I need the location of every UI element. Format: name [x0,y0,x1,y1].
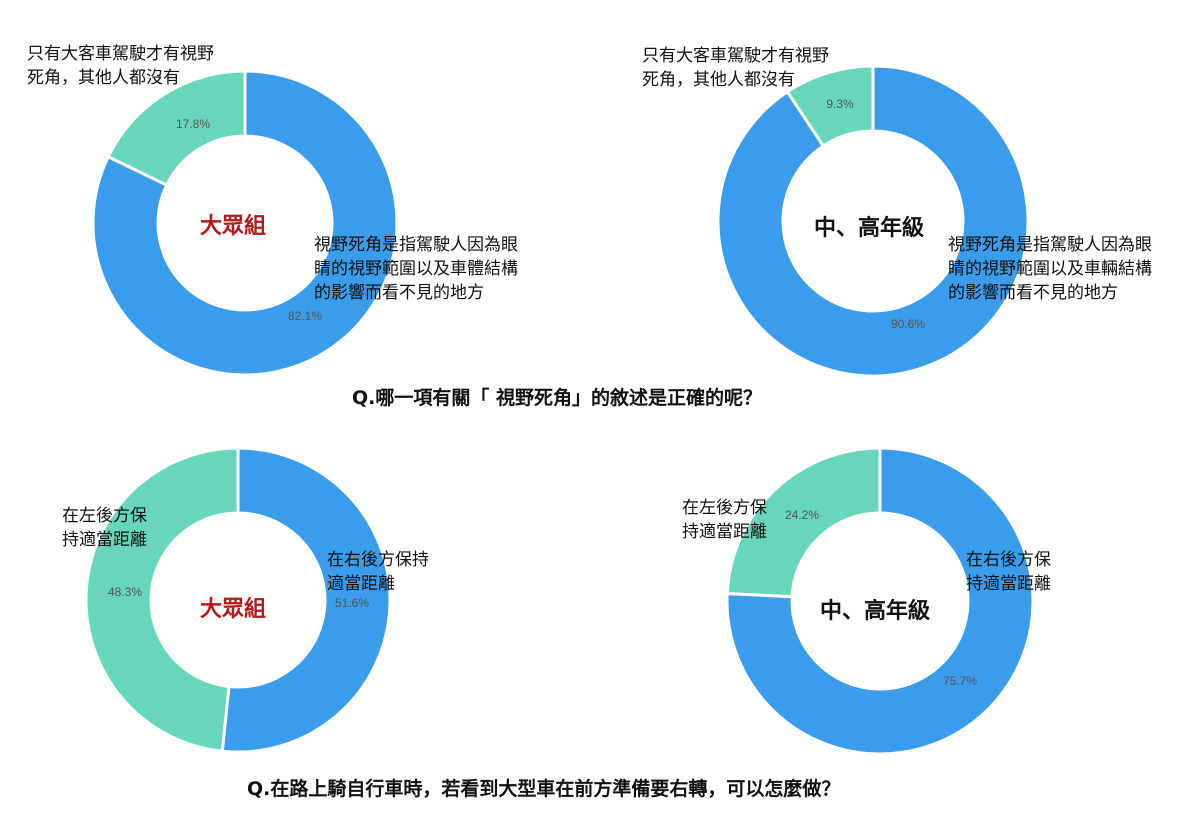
chart4-slice-teal [725,446,882,599]
chart3-slice-teal [84,446,240,753]
chart1-center-title: 大眾組 [200,214,267,239]
chart2-pct-teal: 9.3% [826,97,854,111]
chart1-teal-label: 只有大客車駕駛才有視野 死角，其他人都沒有 [27,44,214,88]
chart3-teal-label: 在左後方保 持適當距離 [62,506,147,550]
chart2-blue-label: 視野死角是指駕駛人因為眼 睛的視野範圍以及車輛結構 的影響而看不見的地方 [948,235,1152,303]
chart4-center-title: 中、高年級 [820,599,931,624]
chart1-blue-label: 視野死角是指駕駛人因為眼 睛的視野範圍以及車體結構 的影響而看不見的地方 [314,235,518,303]
chart1-slice-blue [91,69,399,377]
chart3-center-title: 大眾組 [200,597,267,622]
chart2-teal-label: 只有大客車駕駛才有視野 死角，其他人都沒有 [642,46,829,90]
chart4-slice-blue [725,446,1035,756]
chart2-slice-blue [716,64,1030,378]
chart3-blue-label: 在右後方保持 適當距離 [327,550,429,594]
chart1-pct-teal: 17.8% [176,117,210,131]
question-1: Q.哪一項有關「 視野死角」的敘述是正確的呢？ [352,387,762,409]
chart4-teal-label: 在左後方保 持適當距離 [682,498,767,542]
chart4-pct-teal: 24.2% [785,508,819,522]
chart4-pct-blue: 75.7% [943,674,977,688]
chart2-pct-blue: 90.6% [891,317,925,331]
chart3-pct-teal: 48.3% [108,585,142,599]
chart2-slice-teal [785,64,875,149]
chart1-pct-blue: 82.1% [288,309,322,323]
chart2-center-title: 中、高年級 [814,216,925,241]
chart4-blue-label: 在右後方保 持適當距離 [966,550,1051,594]
chart3-pct-blue: 51.6% [335,596,369,610]
chart1-slice-teal [106,69,247,188]
chart3-slice-blue [220,446,392,754]
question-2: Q.在路上騎自行車時，若看到大型車在前方準備要右轉，可以怎麼做？ [247,778,841,800]
